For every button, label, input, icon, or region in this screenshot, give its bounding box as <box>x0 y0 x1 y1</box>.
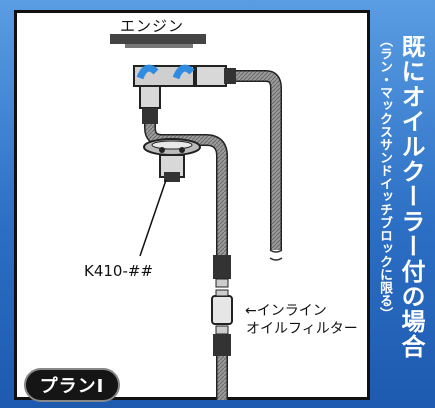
engine-label: エンジン <box>120 17 185 35</box>
sandwich-block <box>133 64 195 87</box>
part-number-label: K410-## <box>84 262 154 280</box>
plan-badge: プランI <box>24 368 120 402</box>
return-hose <box>236 70 282 250</box>
inline-label: ←インライン <box>245 303 327 319</box>
right-fitting <box>195 65 227 87</box>
side-title: 既にオイルクーラー付の場合 （ラン・マックスサンドイッチブロックに限る） <box>373 10 431 400</box>
k410-adapter <box>143 138 201 182</box>
oil-filter-label: オイルフィルター <box>246 321 358 337</box>
engine-block <box>110 34 206 44</box>
k410-leader-line <box>139 179 167 257</box>
left-fitting <box>139 85 161 109</box>
lower-hose-end <box>213 334 231 356</box>
side-title-main: 既にオイルクーラー付の場合 <box>397 34 425 359</box>
upper-hose-end <box>213 255 231 279</box>
side-title-sub: （ラン・マックスサンドイッチブロックに限る） <box>377 34 392 320</box>
inline-filter <box>211 295 233 325</box>
